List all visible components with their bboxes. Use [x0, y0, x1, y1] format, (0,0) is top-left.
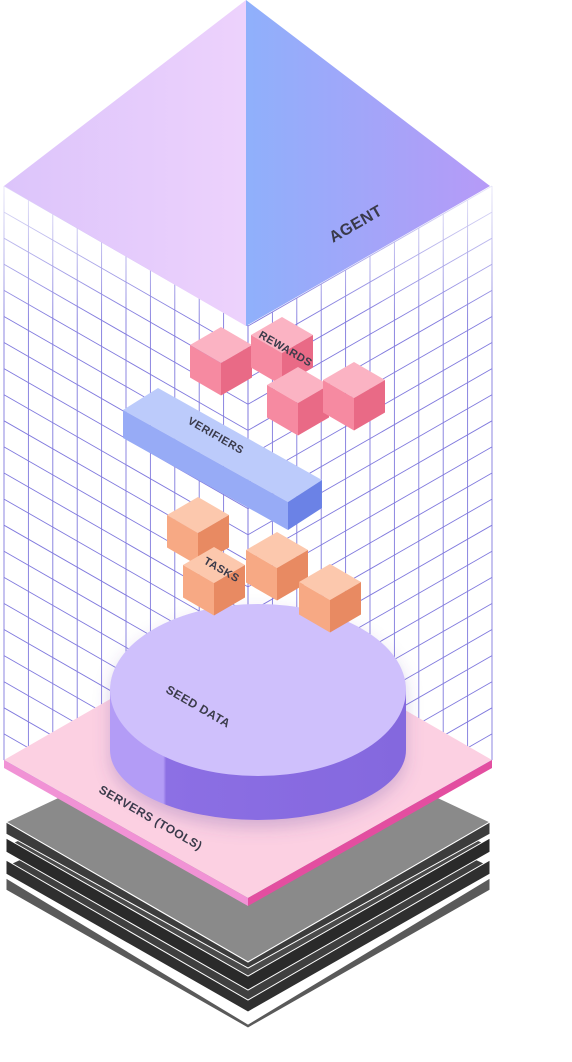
tasks-group: TASKS — [167, 497, 361, 633]
reward-cube — [190, 327, 252, 396]
reward-cube — [323, 362, 385, 431]
grid-line — [247, 420, 493, 562]
agent-pyramid: AGENT — [4, 0, 490, 326]
verifiers-bar: VERIFIERS — [123, 388, 322, 530]
rewards-group: REWARDS — [190, 317, 385, 436]
reward-cube — [267, 367, 329, 436]
task-cube — [183, 547, 245, 616]
task-cube — [299, 564, 361, 633]
task-cube — [246, 532, 308, 601]
seed-data-disc: SEED DATA — [110, 604, 406, 820]
